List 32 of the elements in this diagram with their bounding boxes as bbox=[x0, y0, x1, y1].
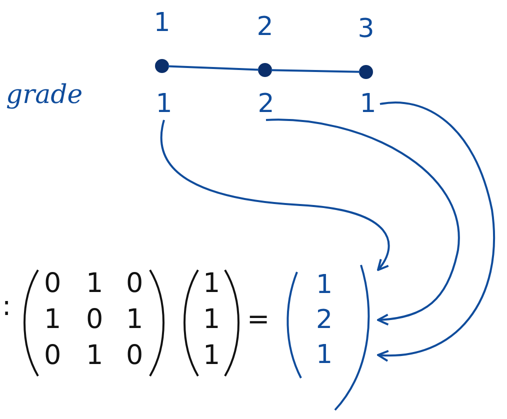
vertex-number: 3 bbox=[356, 14, 376, 44]
vertex-number: 2 bbox=[256, 12, 274, 42]
word-label: grade bbox=[6, 82, 83, 108]
vertex-dot bbox=[155, 59, 169, 73]
colon: : bbox=[2, 293, 12, 320]
degree-number: 1 bbox=[356, 88, 380, 120]
vector-entry: 1 bbox=[203, 306, 220, 333]
vertex-dot bbox=[258, 63, 272, 77]
matrix-entry: 1 bbox=[44, 306, 62, 333]
vector-entry: 1 bbox=[312, 340, 378, 370]
matrix-entry: 0 bbox=[126, 342, 144, 369]
vertex-number: 1 bbox=[152, 8, 172, 38]
vertex-dot bbox=[359, 65, 373, 79]
matrix-entry: 1 bbox=[126, 306, 144, 333]
matrix-entry: 0 bbox=[86, 306, 104, 333]
degree-number: 2 bbox=[254, 88, 278, 120]
matrix-entry: 1 bbox=[86, 270, 104, 297]
equals-sign: = bbox=[247, 306, 270, 333]
curved-arrow bbox=[377, 102, 495, 362]
graph-edge bbox=[168, 65, 260, 71]
curved-arrow bbox=[160, 120, 390, 271]
degree-number: 1 bbox=[152, 88, 176, 120]
matrix-entry: 0 bbox=[126, 270, 144, 297]
matrix-entry: 0 bbox=[44, 342, 62, 369]
curved-arrow bbox=[266, 118, 460, 326]
vector-entry: 1 bbox=[312, 270, 378, 300]
vector-entry: 1 bbox=[203, 342, 220, 369]
matrix-entry: 0 bbox=[44, 270, 62, 297]
vector-entry: 2 bbox=[312, 305, 378, 335]
matrix-entry: 1 bbox=[86, 342, 104, 369]
vector-entry: 1 bbox=[203, 270, 220, 297]
graph-edge bbox=[270, 69, 360, 73]
